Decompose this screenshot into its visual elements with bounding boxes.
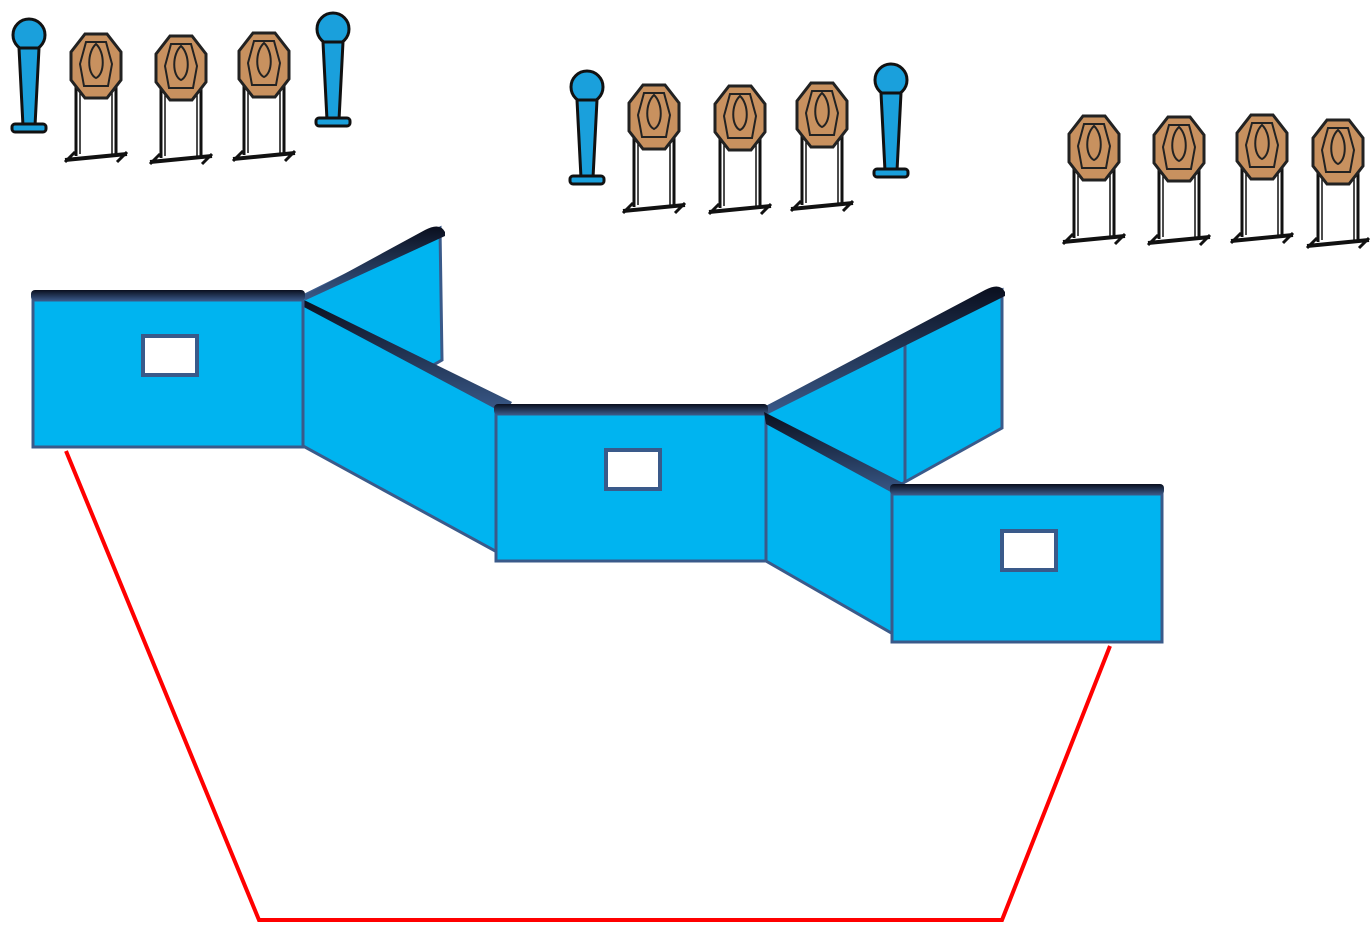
wall-center-top (494, 404, 768, 415)
target-field (12, 13, 1369, 248)
shooting-port-3 (1002, 531, 1056, 570)
ipsc-paper-target-icon (150, 36, 212, 164)
ipsc-paper-target-icon (233, 33, 295, 161)
popper-target-icon (570, 71, 604, 184)
target-group-center (570, 64, 908, 214)
popper-target-icon (12, 19, 46, 132)
wall-left-top (31, 290, 305, 301)
wall-right-top (890, 484, 1164, 495)
ipsc-paper-target-icon (623, 85, 685, 213)
popper-target-icon (316, 13, 350, 126)
popper-target-icon (874, 64, 908, 177)
ipsc-paper-target-icon (1307, 120, 1369, 248)
ipsc-paper-target-icon (1148, 117, 1210, 245)
ipsc-paper-target-icon (791, 83, 853, 211)
shooting-port-2 (606, 450, 660, 489)
target-group-left (12, 13, 350, 164)
ipsc-paper-target-icon (65, 34, 127, 162)
target-group-right (1063, 115, 1369, 248)
barricade-walls (31, 226, 1164, 642)
shooting-port-1 (143, 336, 197, 375)
ipsc-paper-target-icon (709, 86, 771, 214)
ipsc-paper-target-icon (1231, 115, 1293, 243)
ipsc-paper-target-icon (1063, 116, 1125, 244)
